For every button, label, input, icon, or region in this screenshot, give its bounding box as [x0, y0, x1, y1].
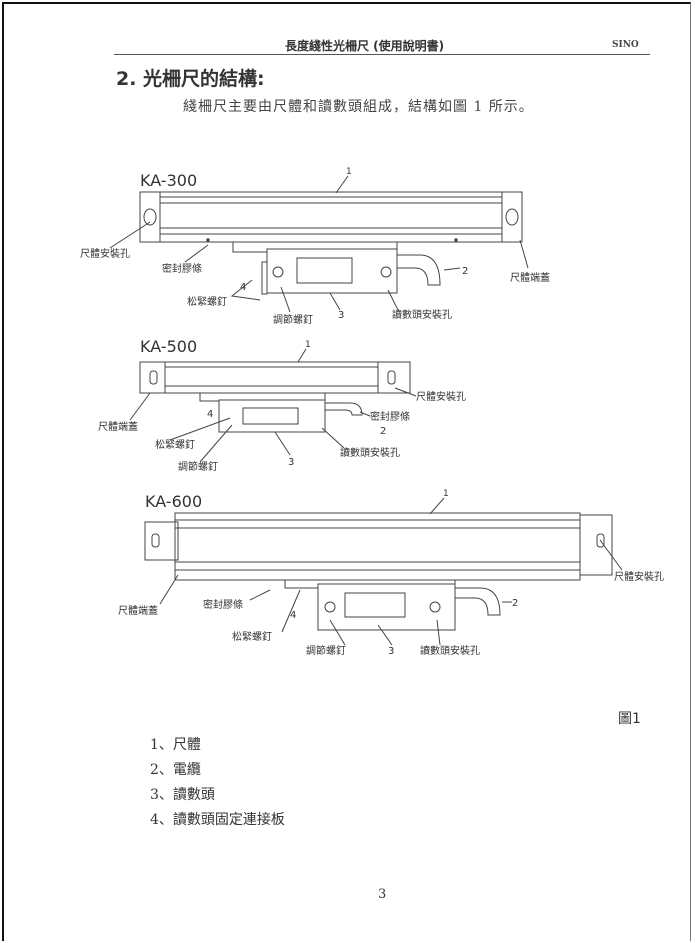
head-window: [296, 257, 353, 284]
label-mount-hole: 尺體安裝孔: [614, 570, 664, 583]
figure-caption: 圖1: [618, 711, 641, 727]
diagram-ka500: KA-500 1 尺體安裝孔 密封膠條 尺體端蓋 4 2 松緊螺釘 讀數頭安裝孔…: [98, 337, 466, 473]
header-rule: [114, 54, 650, 55]
end-cap: [139, 191, 161, 243]
svg-text:2: 2: [512, 598, 518, 609]
parts-list: 1、尺體 2、電纜 3、讀數頭 4、讀數頭固定連接板: [150, 734, 285, 834]
svg-text:2: 2: [462, 266, 468, 277]
svg-text:3: 3: [288, 457, 294, 468]
read-head: [317, 583, 456, 631]
label-mount-hole: 尺體安裝孔: [416, 390, 466, 403]
page-number: 3: [378, 887, 387, 902]
end-cap: [377, 361, 411, 394]
svg-text:4: 4: [290, 610, 296, 621]
diagram-ka600: KA-600 1 尺體安裝孔 尺體端蓋 密封膠條 2 4 松緊螺釘 調節螺釘 3…: [118, 489, 664, 657]
label-head-hole: 讀數頭安裝孔: [392, 308, 452, 321]
model-label: KA-500: [140, 337, 197, 356]
label-seal: 密封膠條: [162, 262, 202, 275]
label-head-hole: 讀數頭安裝孔: [340, 446, 400, 459]
read-head: [266, 248, 398, 294]
section-heading: 2. 光柵尺的結構:: [116, 68, 265, 90]
model-label: KA-600: [145, 492, 202, 511]
list-item: 3、讀數頭: [150, 787, 215, 803]
label-adjust-screw: 調節螺釘: [178, 460, 218, 473]
label-loose-screw: 松緊螺釘: [187, 295, 227, 308]
label-seal: 密封膠條: [203, 598, 243, 611]
diagram-ka300: KA-300 1 尺體安裝孔 密封膠條 4 2 尺體端蓋 松緊螺釘 調節螺釘 3…: [80, 167, 550, 326]
head-window: [344, 592, 406, 618]
svg-text:2: 2: [380, 426, 386, 437]
end-cap: [579, 514, 613, 576]
label-adjust-screw: 調節螺釘: [306, 644, 346, 657]
svg-text:3: 3: [388, 646, 394, 657]
label-end-cap: 尺體端蓋: [118, 604, 158, 617]
label-seal: 密封膠條: [370, 410, 410, 423]
label-mount-hole: 尺體安裝孔: [80, 247, 130, 260]
label-loose-screw: 松緊螺釘: [232, 630, 272, 643]
end-cap: [144, 521, 179, 561]
label-loose-screw: 松緊螺釘: [155, 438, 195, 451]
svg-text:1: 1: [346, 167, 352, 177]
model-label: KA-300: [140, 171, 197, 190]
end-cap: [139, 361, 166, 394]
svg-text:4: 4: [207, 409, 213, 420]
brand-name: SINO: [612, 40, 639, 50]
svg-text:1: 1: [305, 340, 311, 350]
list-item: 2、電纜: [150, 762, 201, 778]
running-header: 長度綫性光柵尺 (使用說明書): [285, 39, 445, 53]
label-end-cap: 尺體端蓋: [510, 271, 550, 284]
svg-text:4: 4: [240, 282, 246, 293]
head-window: [242, 407, 299, 425]
end-cap: [501, 191, 523, 243]
intro-paragraph: 綫柵尺主要由尺體和讀數頭組成，結構如圖 1 所示。: [183, 99, 534, 115]
svg-text:1: 1: [443, 489, 449, 499]
list-item: 4、讀數頭固定連接板: [150, 812, 285, 828]
svg-text:3: 3: [338, 310, 344, 321]
label-adjust-screw: 調節螺釘: [273, 313, 313, 326]
list-item: 1、尺體: [150, 737, 201, 753]
label-head-hole: 讀數頭安裝孔: [420, 644, 480, 657]
label-end-cap: 尺體端蓋: [98, 420, 138, 433]
read-head: [218, 399, 326, 433]
